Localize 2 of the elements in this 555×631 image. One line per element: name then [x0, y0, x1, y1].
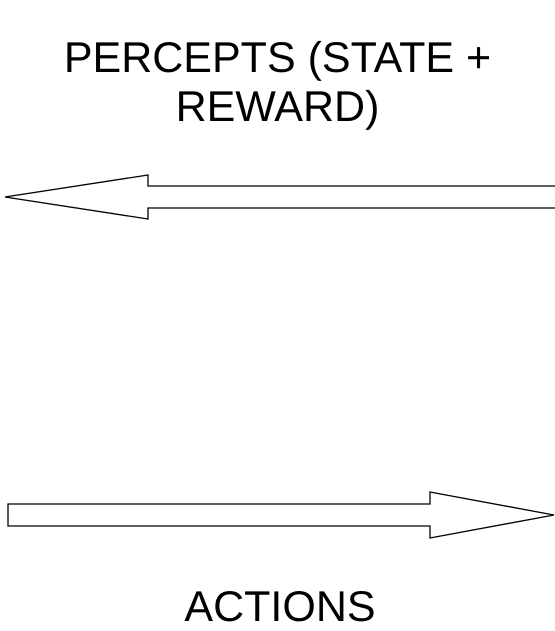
caption-text: ACTIONS [183, 583, 377, 631]
caption-text: PERCEPTS (STATE + REWARD) [62, 34, 492, 132]
